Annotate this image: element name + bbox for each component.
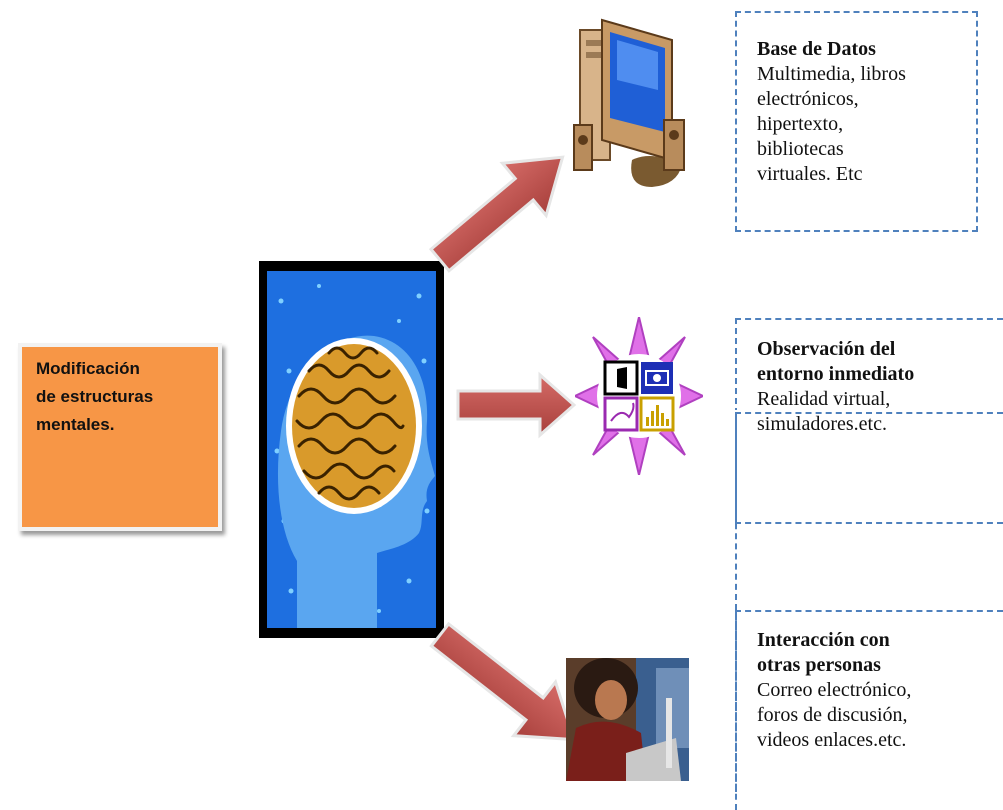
computer-icon bbox=[573, 18, 685, 187]
central-line-3: mentales. bbox=[36, 415, 115, 434]
interaction-title-1: Interacción con bbox=[757, 629, 890, 651]
database-text: Base de Datos Multimedia, libros electró… bbox=[757, 37, 906, 187]
interaction-title-2: otras personas bbox=[757, 654, 881, 676]
interaction-line-3: videos enlaces.etc. bbox=[757, 729, 907, 751]
database-line-5: virtuales. Etc bbox=[757, 163, 863, 185]
interaction-line-1: Correo electrónico, bbox=[757, 679, 912, 701]
database-box bbox=[735, 11, 978, 232]
arrows-layer bbox=[428, 155, 577, 742]
interaction-box-frame bbox=[735, 412, 1003, 792]
arrow-to-interaction bbox=[429, 621, 577, 742]
database-title: Base de Datos bbox=[757, 38, 876, 60]
arrow-to-database bbox=[428, 155, 565, 273]
observation-text: Observación del entorno inmediato Realid… bbox=[757, 337, 914, 437]
central-line-2: de estructuras bbox=[36, 387, 154, 406]
observation-title-2: entorno inmediato bbox=[757, 363, 915, 385]
database-line-1: Multimedia, libros bbox=[757, 63, 906, 85]
interaction-line-2: foros de discusión, bbox=[757, 704, 908, 726]
multimedia-star-icon bbox=[575, 317, 703, 475]
database-line-2: electrónicos, bbox=[757, 88, 859, 110]
head-brain-icon bbox=[259, 261, 444, 638]
interaction-box bbox=[735, 610, 1003, 810]
head-brain-svg bbox=[267, 271, 436, 628]
central-concept-text: Modificación de estructuras mentales. bbox=[36, 355, 206, 439]
observation-line-2: simuladores.etc. bbox=[757, 413, 887, 435]
database-line-3: hipertexto, bbox=[757, 113, 844, 135]
person-laptop-photo bbox=[566, 658, 689, 781]
central-concept-box bbox=[18, 343, 222, 531]
interaction-text: Interacción con otras personas Correo el… bbox=[757, 628, 911, 753]
observation-title-1: Observación del bbox=[757, 338, 896, 360]
arrow-to-observation bbox=[456, 371, 577, 439]
central-line-1: Modificación bbox=[36, 359, 140, 378]
observation-line-1: Realidad virtual, bbox=[757, 388, 891, 410]
database-line-4: bibliotecas bbox=[757, 138, 844, 160]
